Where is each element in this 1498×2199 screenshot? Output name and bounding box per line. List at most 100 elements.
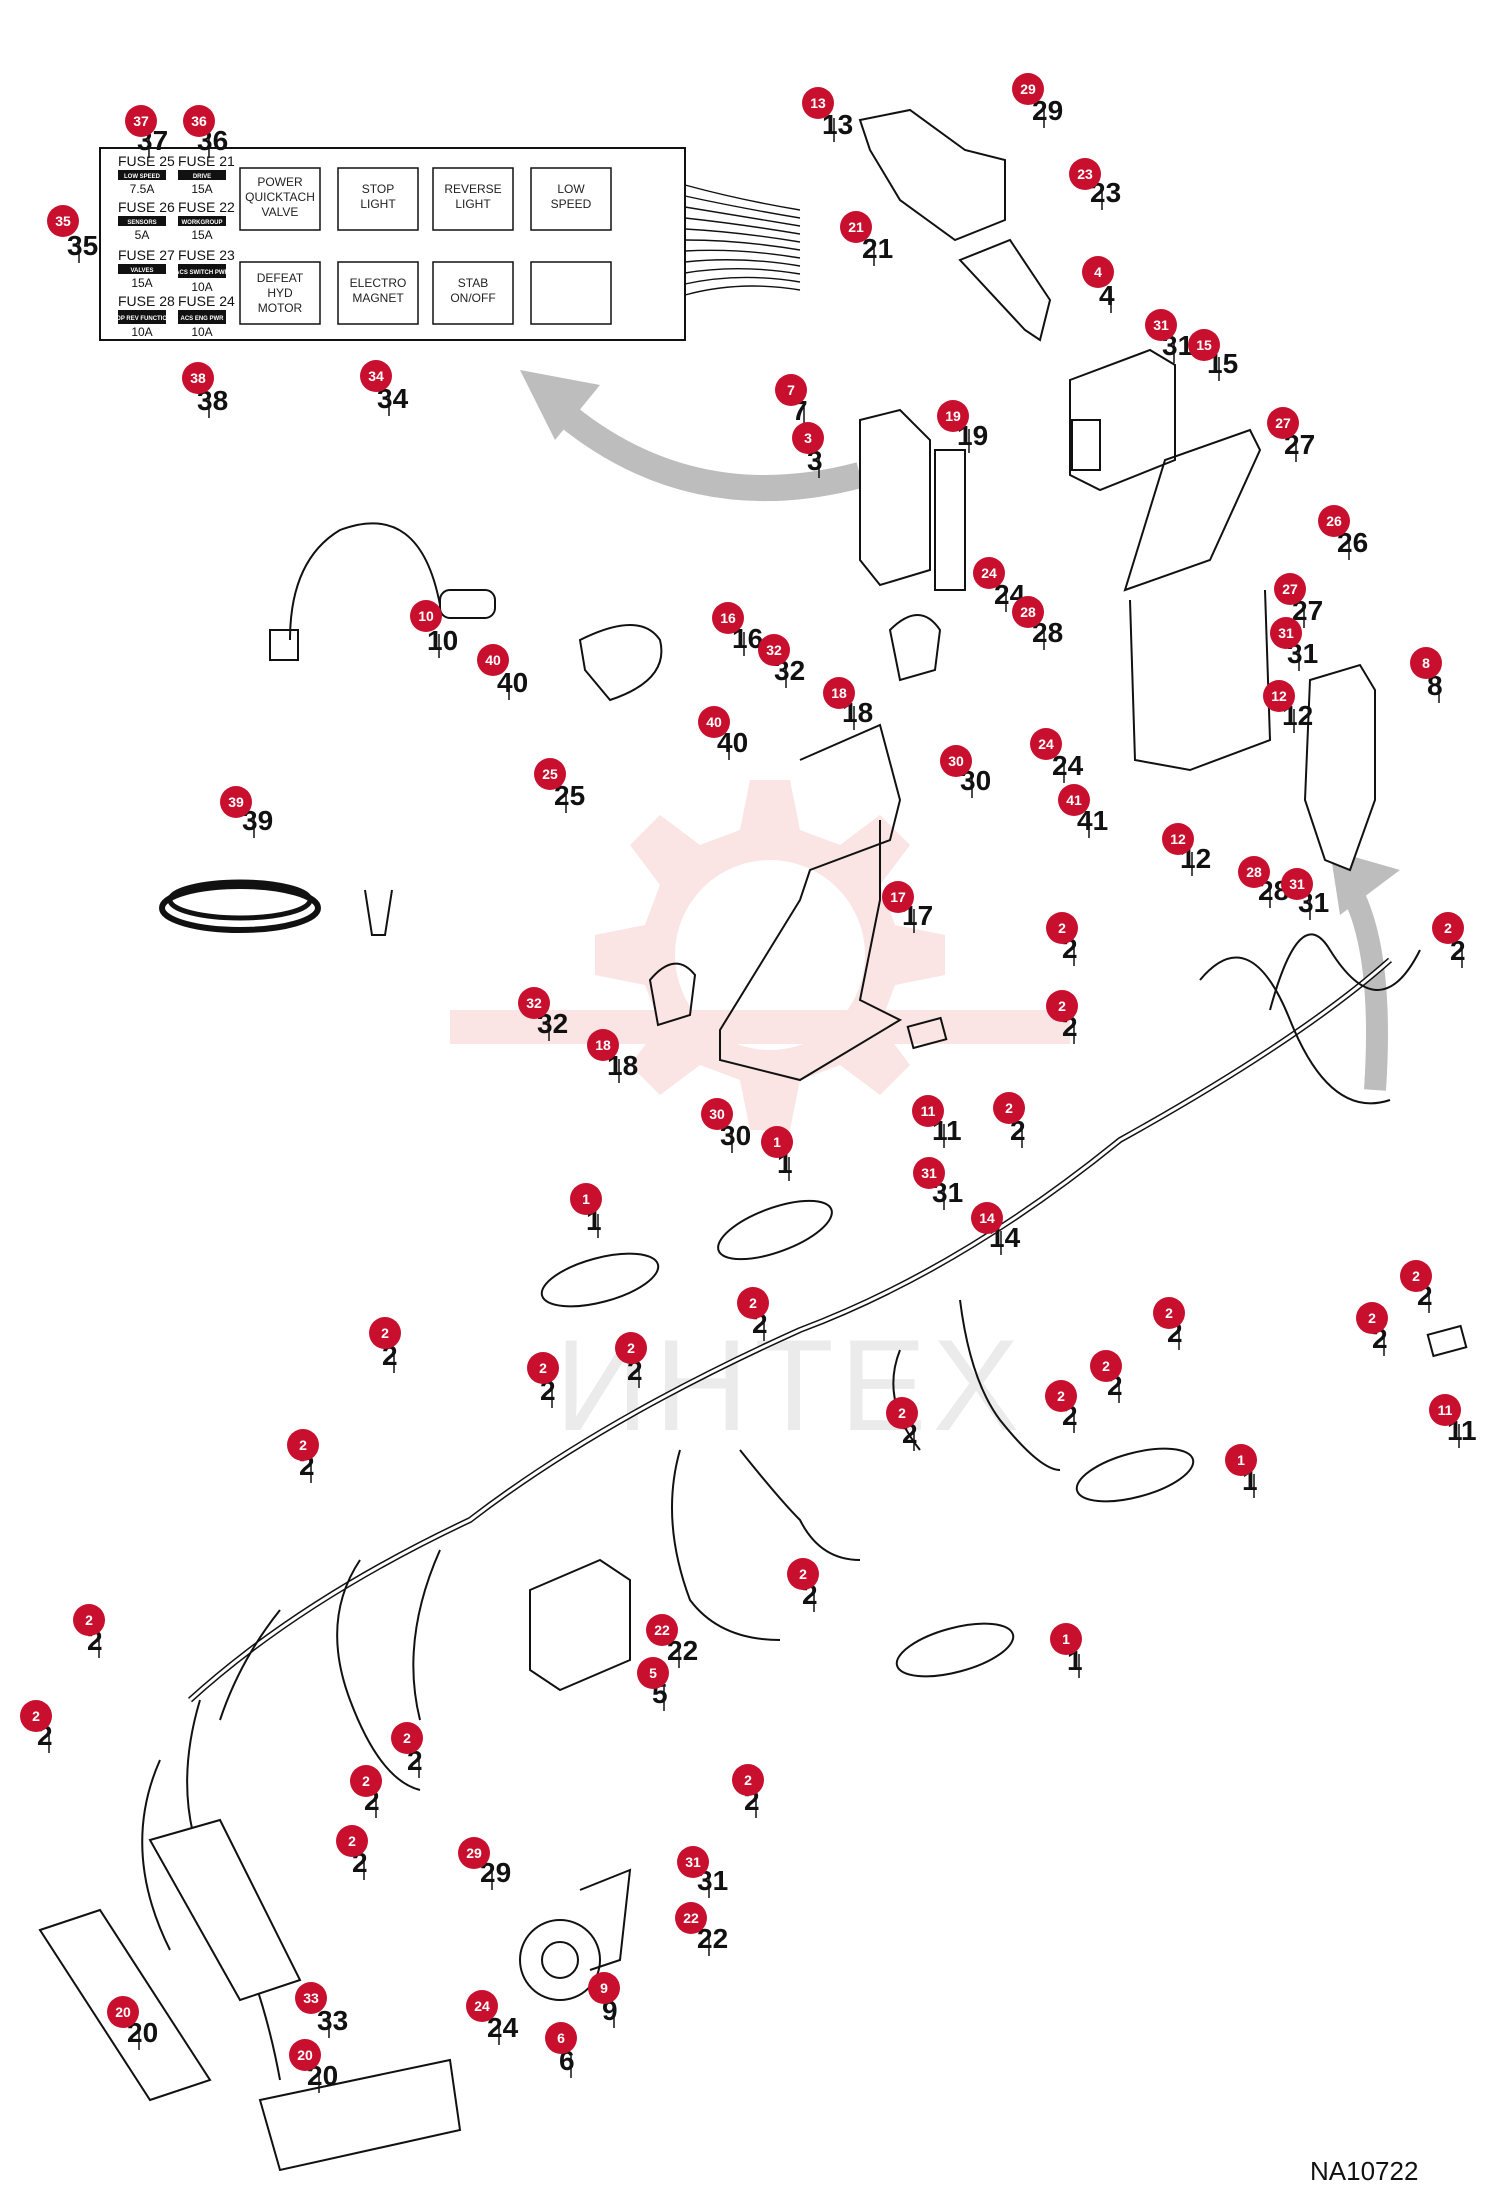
callout-badge [545, 2022, 577, 2054]
callout-badge-text: 27 [1275, 415, 1291, 431]
callout-badge-text: 30 [948, 753, 964, 769]
callout-2: 22 [1153, 1297, 1185, 1348]
fuse-24: FUSE 24 ACS ENG PWR 10A [178, 293, 235, 339]
callout-3: 33 [792, 422, 824, 476]
callout-7: 77 [775, 374, 808, 426]
callout-badge [1090, 1350, 1122, 1382]
callout-badge-text: 35 [55, 213, 71, 229]
callout-number: 33 [317, 2005, 348, 2036]
callout-2: 22 [527, 1352, 559, 1406]
callout-2: 22 [787, 1558, 819, 1610]
callout-badge-text: 5 [649, 1665, 657, 1681]
callout-badge-text: 2 [32, 1708, 40, 1724]
callout-2: 22 [369, 1317, 401, 1371]
callout-badge-text: 8 [1422, 655, 1430, 671]
callout-badge-text: 27 [1282, 581, 1298, 597]
callout-badge-text: 9 [600, 1980, 608, 1996]
fuse-title: FUSE 22 [178, 199, 235, 215]
relay-low-speed: LOW SPEED [530, 167, 612, 231]
callout-badge [1267, 407, 1299, 439]
callout-badge-text: 22 [654, 1622, 670, 1638]
callout-badge [823, 677, 855, 709]
callout-badge-text: 24 [474, 1998, 490, 2014]
sensor-cable [289, 522, 441, 641]
callout-badge [1046, 912, 1078, 944]
callout-badge [107, 1996, 139, 2028]
callout-2: 22 [737, 1287, 769, 1339]
callout-badge-text: 2 [627, 1340, 635, 1356]
callout-badge [518, 987, 550, 1019]
control-unit-5 [529, 1558, 631, 1692]
relay-reverse-light: REVERSE LIGHT [432, 167, 514, 231]
callout-badge-text: 2 [348, 1833, 356, 1849]
relay-label-line: MAGNET [352, 291, 404, 305]
fuse-amp: 7.5A [130, 182, 155, 196]
callout-badge-text: 1 [1237, 1452, 1245, 1468]
callout-badge [712, 602, 744, 634]
callout-badge [1281, 868, 1313, 900]
fuse-title: FUSE 28 [118, 293, 175, 309]
callout-badge-text: 29 [1020, 81, 1036, 97]
callout-1: 11 [1225, 1444, 1258, 1496]
callout-badge-text: 1 [582, 1191, 590, 1207]
callout-2: 22 [1356, 1302, 1388, 1354]
callout-badge [1050, 1623, 1082, 1655]
callout-badge-text: 18 [831, 685, 847, 701]
fuse-title: FUSE 21 [178, 153, 235, 169]
callout-badge [391, 1722, 423, 1754]
callout-badge-text: 12 [1170, 831, 1186, 847]
relay-label-line: MOTOR [258, 301, 303, 315]
callout-2: 22 [1400, 1260, 1433, 1311]
callout-badge [1263, 680, 1295, 712]
callout-badge-text: 28 [1020, 604, 1036, 620]
callout-2: 22 [732, 1764, 764, 1816]
callout-badge [587, 1029, 619, 1061]
label-11-top [906, 1016, 948, 1050]
callout-badge-text: 10 [418, 608, 434, 624]
callout-badge [1432, 912, 1464, 944]
relay-label-line: STOP [362, 182, 394, 196]
callout-badge [360, 360, 392, 392]
relay-label-line: SPEED [551, 197, 592, 211]
callout-badge [758, 634, 790, 666]
callout-badge [289, 2039, 321, 2071]
callout-badge [1274, 573, 1306, 605]
cover-bracket [858, 108, 1006, 242]
callout-badge-text: 2 [85, 1612, 93, 1628]
callout-badge [675, 1902, 707, 1934]
figure-id: NA10722 [1310, 2156, 1418, 2186]
callout-2: 22 [1046, 990, 1078, 1042]
callout-badge-text: 31 [1153, 317, 1169, 333]
callout-badge-text: 30 [709, 1106, 725, 1122]
callout-badge [913, 1157, 945, 1189]
fuse-tag: ACS SWITCH PWR [175, 270, 229, 276]
callout-badge [1145, 309, 1177, 341]
fuse-tag: DRIVE [193, 174, 211, 180]
callout-badge [1069, 158, 1101, 190]
fuse-tag: STOP REV FUNCTIONS [109, 316, 176, 322]
relay-empty [530, 261, 612, 325]
callout-badge-text: 39 [228, 794, 244, 810]
callout-badge [410, 600, 442, 632]
callout-2: 22 [886, 1397, 918, 1449]
